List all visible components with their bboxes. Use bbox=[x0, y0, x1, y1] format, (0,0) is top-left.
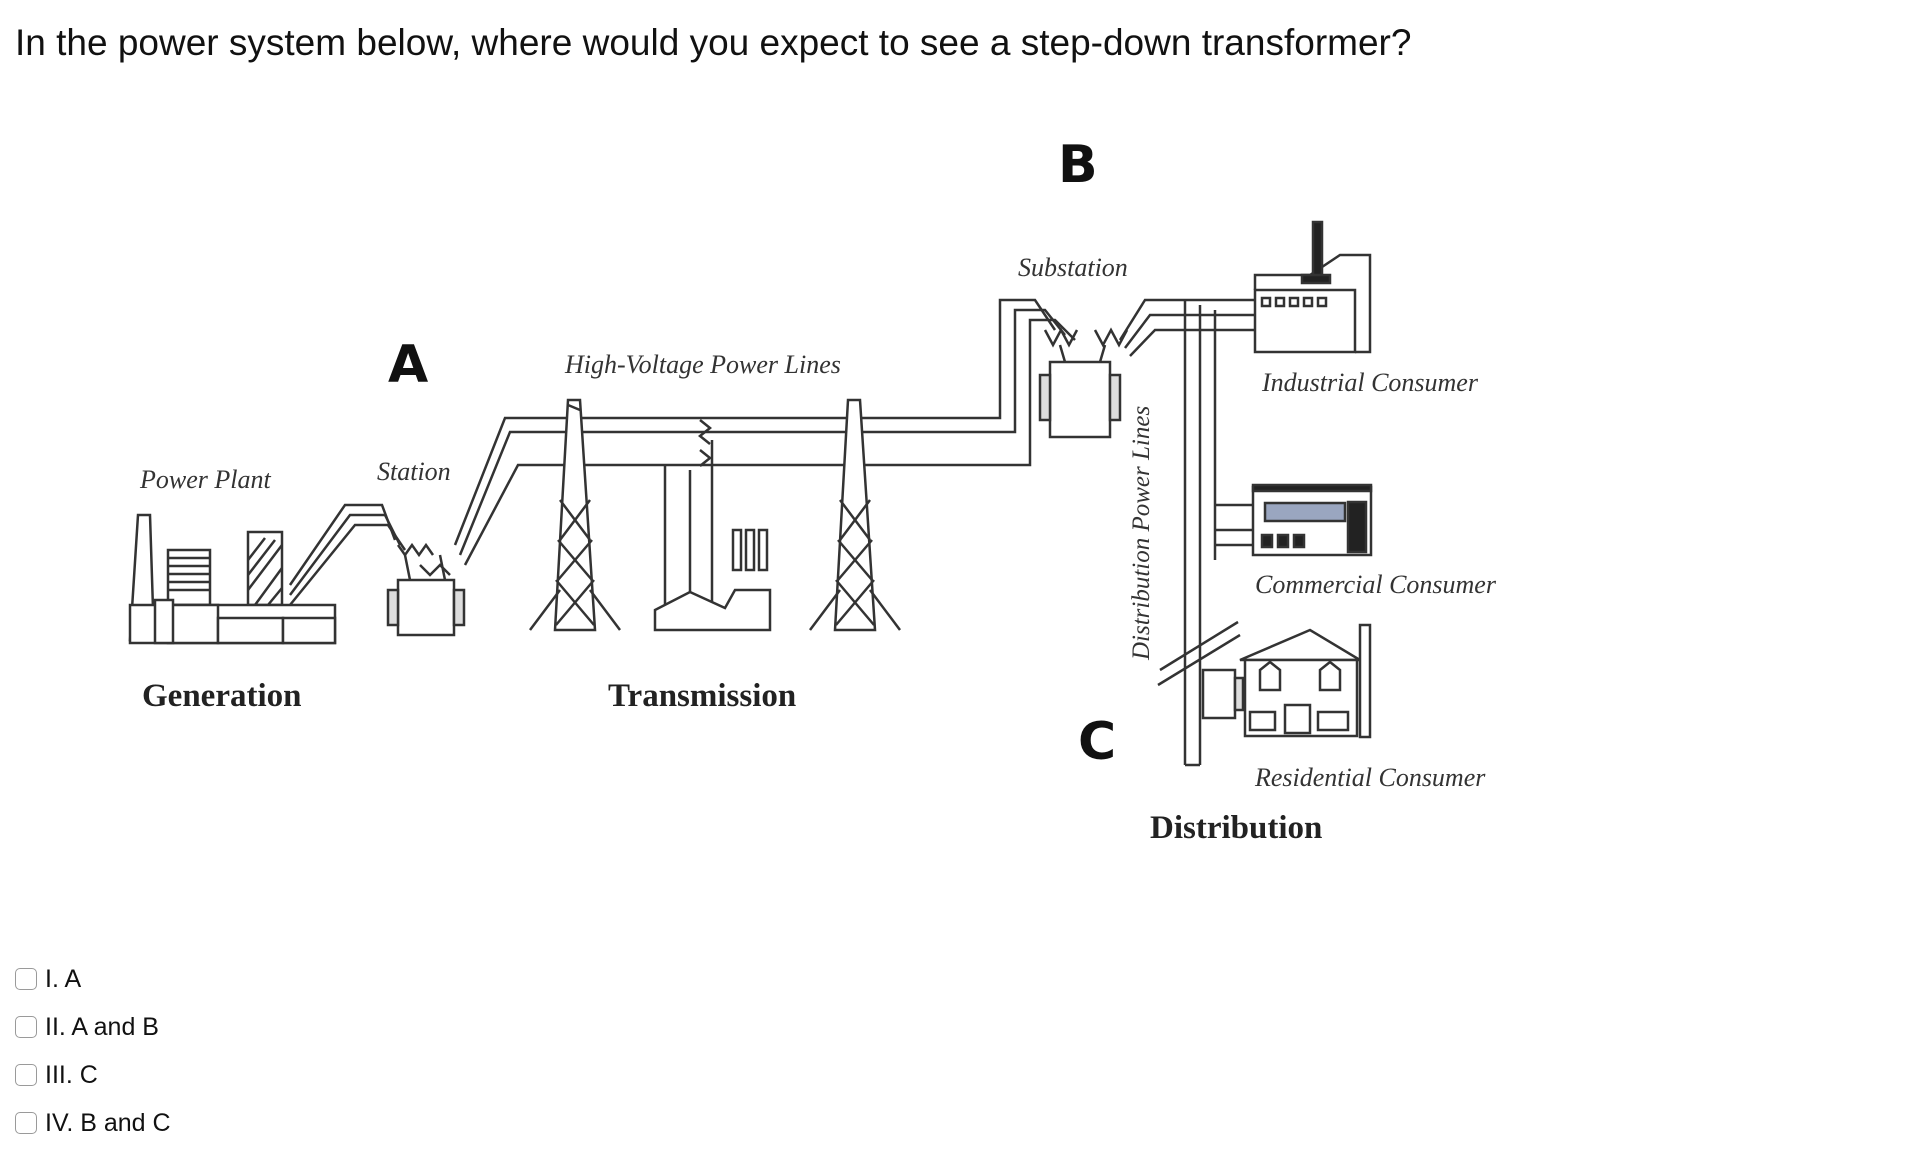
option-3-label[interactable]: III. C bbox=[45, 1060, 98, 1089]
industrial-building-icon bbox=[1253, 220, 1372, 354]
power-plant-icon bbox=[128, 513, 337, 645]
marker-c: C bbox=[1078, 712, 1117, 772]
station-transformer-icon bbox=[386, 542, 466, 637]
substation-transformer-icon bbox=[1038, 327, 1129, 439]
option-1-label[interactable]: I. A bbox=[45, 964, 82, 993]
answer-options: I. A II. A and B III. C IV. B and C bbox=[15, 955, 171, 1147]
option-4-label[interactable]: IV. B and C bbox=[45, 1108, 171, 1137]
option-3[interactable]: III. C bbox=[15, 1051, 171, 1099]
transmission-factory-icon bbox=[653, 419, 772, 632]
option-3-checkbox[interactable] bbox=[15, 1064, 37, 1086]
label-distribution-power-lines: Distribution Power Lines bbox=[1128, 405, 1155, 660]
label-substation: Substation bbox=[1018, 253, 1128, 282]
marker-b: B bbox=[1058, 135, 1098, 195]
commercial-building-icon bbox=[1251, 483, 1373, 557]
label-power-plant: Power Plant bbox=[140, 465, 271, 494]
section-transmission: Transmission bbox=[608, 678, 797, 714]
marker-a: A bbox=[388, 335, 429, 395]
section-generation: Generation bbox=[142, 678, 302, 714]
option-2[interactable]: II. A and B bbox=[15, 1003, 171, 1051]
option-1-checkbox[interactable] bbox=[15, 968, 37, 990]
label-station: Station bbox=[377, 457, 451, 486]
label-commercial-consumer: Commercial Consumer bbox=[1255, 570, 1496, 599]
tower-1-icon bbox=[529, 398, 621, 632]
section-distribution: Distribution bbox=[1150, 810, 1323, 846]
label-high-voltage-lines: High-Voltage Power Lines bbox=[565, 350, 841, 379]
label-residential-consumer: Residential Consumer bbox=[1255, 763, 1486, 792]
option-1[interactable]: I. A bbox=[15, 955, 171, 1003]
option-4[interactable]: IV. B and C bbox=[15, 1099, 171, 1147]
option-2-label[interactable]: II. A and B bbox=[45, 1012, 159, 1041]
option-4-checkbox[interactable] bbox=[15, 1112, 37, 1134]
tower-2-icon bbox=[809, 398, 901, 632]
residential-house-icon bbox=[1239, 623, 1372, 739]
pole-transformer-icon bbox=[1201, 668, 1262, 720]
question-text: In the power system below, where would y… bbox=[15, 22, 1412, 63]
label-industrial-consumer: Industrial Consumer bbox=[1262, 368, 1478, 397]
option-2-checkbox[interactable] bbox=[15, 1016, 37, 1038]
